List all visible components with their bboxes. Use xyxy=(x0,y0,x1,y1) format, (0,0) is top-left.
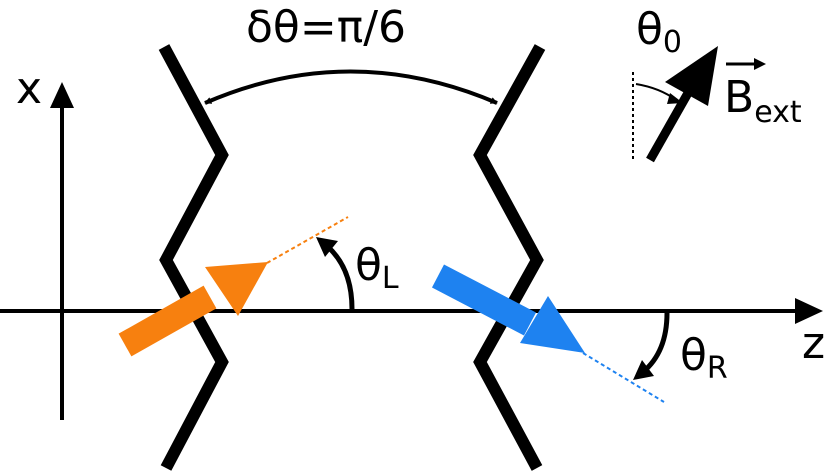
left-domain-wall xyxy=(158,44,229,471)
right-domain-wall xyxy=(473,44,546,471)
z-axis-label: z xyxy=(802,318,825,369)
theta0-arrowhead xyxy=(667,93,683,104)
left-magnetization-arrow xyxy=(118,216,349,357)
theta-r-arc xyxy=(641,312,670,374)
angle-label: δθ=π/6 xyxy=(246,2,406,53)
external-field-inset xyxy=(632,46,718,163)
angle-arc xyxy=(204,69,498,105)
theta-l-label: θL xyxy=(355,240,399,296)
theta-l-arrowhead xyxy=(316,237,338,257)
bext-arrowhead xyxy=(665,46,718,106)
theta-l-arc xyxy=(325,244,355,310)
right-magnetization-arrow xyxy=(431,264,665,403)
theta-r-arrowhead xyxy=(633,360,654,380)
bext-arrow-shaft xyxy=(646,83,696,163)
vector-arrow-icon xyxy=(726,58,766,70)
x-axis-label: x xyxy=(16,63,42,114)
theta0-label: θ0 xyxy=(636,4,682,60)
theta-r-label: θR xyxy=(680,330,728,386)
z-axis xyxy=(0,298,823,324)
x-axis xyxy=(50,82,74,420)
bext-label: Bext xyxy=(724,72,802,130)
